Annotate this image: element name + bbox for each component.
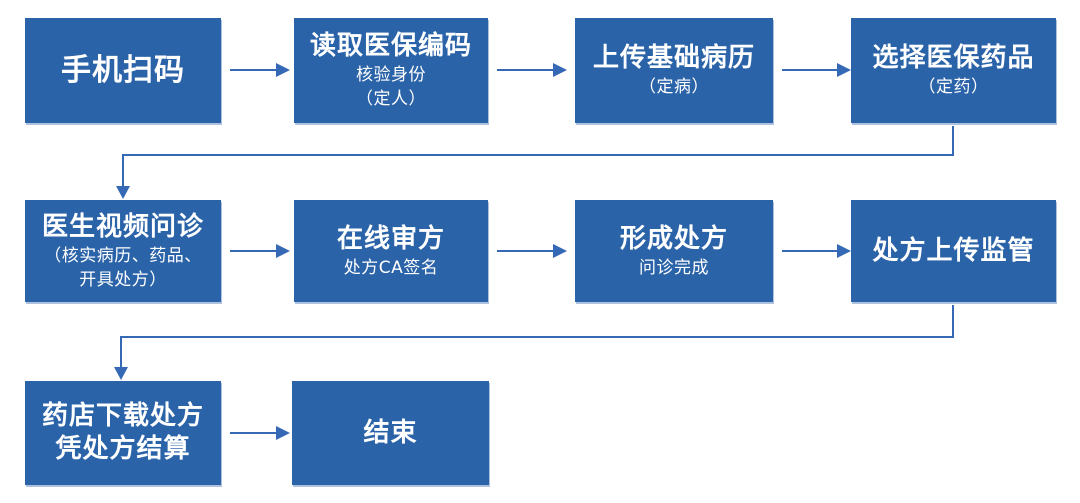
node-title: 上传基础病历: [592, 43, 755, 73]
elbow-select-to-consult-head-icon: [116, 186, 130, 199]
arrow-read-to-upload-line: [497, 69, 553, 71]
node-subtitle: 开具处方）: [79, 269, 167, 290]
arrow-review-to-form-head-icon: [553, 244, 567, 258]
arrow-scan-to-read-line: [230, 69, 276, 71]
flow-node-form-prescription: 形成处方 问诊完成: [575, 200, 773, 302]
flow-node-upload-medical-record: 上传基础病历 （定病）: [575, 18, 773, 123]
node-title: 手机扫码: [61, 52, 185, 88]
arrow-upload-to-select-head-icon: [837, 63, 851, 77]
flow-node-read-insurance-code: 读取医保编码 核验身份 （定人）: [294, 18, 488, 123]
node-title: 药店下载处方: [41, 401, 204, 431]
node-title: 在线审方: [336, 223, 445, 254]
arrow-form-to-supervision-head-icon: [837, 244, 851, 258]
node-subtitle: 核验身份: [356, 65, 426, 85]
node-subtitle: （定病）: [639, 77, 709, 97]
elbow-select-to-consult-drop-line: [952, 126, 954, 156]
flow-node-select-insurance-drug: 选择医保药品 （定药）: [851, 18, 1056, 123]
elbow-supervision-to-pharmacy-head-icon: [114, 367, 128, 380]
arrow-consult-to-review-line: [230, 250, 276, 252]
flow-node-doctor-video-consult: 医生视频问诊 （核实病历、药品、 开具处方）: [25, 200, 221, 302]
elbow-supervision-to-pharmacy-cross-line: [120, 336, 954, 338]
elbow-select-to-consult-down-line: [122, 154, 124, 187]
node-title: 凭处方结算: [55, 434, 191, 464]
node-title: 结束: [363, 417, 418, 448]
arrow-consult-to-review-head-icon: [276, 244, 290, 258]
arrow-pharmacy-to-end-line: [230, 432, 276, 434]
node-subtitle: （核实病历、药品、: [44, 245, 202, 266]
node-title: 医生视频问诊: [41, 211, 204, 242]
arrow-scan-to-read-head-icon: [276, 63, 290, 77]
arrow-pharmacy-to-end-head-icon: [276, 426, 290, 440]
elbow-supervision-to-pharmacy-drop-line: [952, 305, 954, 338]
node-title: 处方上传监管: [872, 235, 1035, 266]
node-title: 选择医保药品: [872, 43, 1035, 73]
flow-node-pharmacy-download-settle: 药店下载处方 凭处方结算: [25, 381, 221, 485]
arrow-form-to-supervision-line: [782, 250, 837, 252]
node-subtitle: （定人）: [356, 89, 426, 109]
arrow-upload-to-select-line: [782, 69, 837, 71]
elbow-supervision-to-pharmacy-down-line: [120, 336, 122, 368]
node-subtitle: 问诊完成: [639, 257, 709, 278]
node-subtitle: 处方CA签名: [343, 257, 439, 278]
arrow-review-to-form-line: [497, 250, 553, 252]
flow-node-prescription-upload-supervision: 处方上传监管: [851, 200, 1056, 302]
flow-node-scan-qr: 手机扫码: [25, 18, 221, 123]
flow-node-online-prescription-review: 在线审方 处方CA签名: [294, 200, 488, 302]
node-title: 读取医保编码: [309, 31, 472, 61]
node-subtitle: （定药）: [918, 77, 989, 97]
elbow-select-to-consult-cross-line: [122, 154, 954, 156]
node-title: 形成处方: [619, 223, 728, 254]
flow-node-end: 结束: [292, 381, 489, 485]
arrow-read-to-upload-head-icon: [553, 63, 567, 77]
